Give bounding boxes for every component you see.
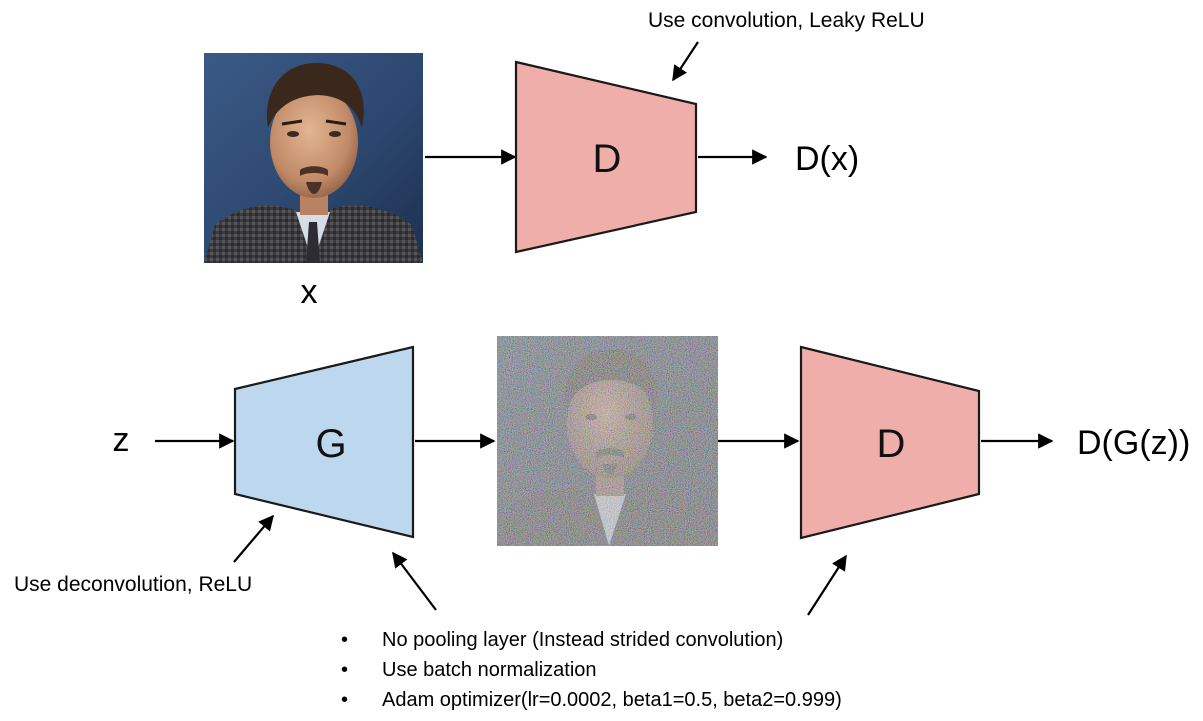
bullet-marker: • — [341, 689, 348, 711]
discriminator-top-label: D — [593, 137, 622, 181]
generator-note: Use deconvolution, ReLU — [14, 573, 252, 596]
bullet-item-pooling: No pooling layer (Instead strided convol… — [382, 629, 783, 651]
generator-block — [233, 345, 415, 539]
bullet-item-adam: Adam optimizer(lr=0.0002, beta1=0.5, bet… — [382, 689, 842, 711]
discriminator-bottom-label: D — [877, 422, 906, 466]
fake-output-label: D(G(z)) — [1077, 424, 1190, 462]
real-image — [204, 53, 423, 263]
arrow-bullets-to-g — [392, 551, 437, 611]
noise-input-label: z — [113, 421, 130, 459]
generator-label: G — [315, 422, 346, 466]
bullet-marker: • — [341, 659, 348, 681]
bullet-list: • No pooling layer (Instead strided conv… — [341, 629, 842, 711]
generated-image — [497, 336, 718, 546]
arrow-note-to-d — [672, 41, 699, 82]
real-output-label: D(x) — [795, 140, 859, 178]
discriminator-top-block — [514, 60, 698, 254]
discriminator-note: Use convolution, Leaky ReLU — [648, 9, 925, 32]
real-input-label: x — [301, 273, 318, 311]
bullet-item-batchnorm: Use batch normalization — [382, 659, 597, 681]
arrow-note-to-g — [233, 514, 274, 563]
discriminator-bottom-block — [799, 345, 981, 540]
bullet-marker: • — [341, 629, 348, 651]
arrow-bullets-to-d — [807, 554, 847, 616]
